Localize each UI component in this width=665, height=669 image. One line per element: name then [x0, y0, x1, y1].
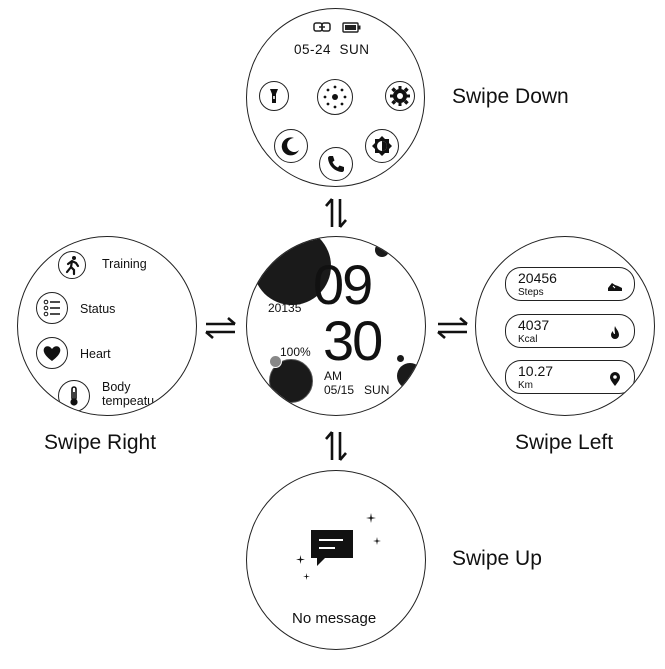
decor-circle-right	[397, 363, 423, 389]
steps-value: 20135	[268, 301, 302, 315]
distance-card[interactable]: 10.27 Km	[505, 360, 635, 394]
battery-icon	[342, 22, 361, 33]
center-date: 05/15 SUN	[324, 383, 390, 397]
body-temperature-label: Body tempeatu	[102, 380, 155, 408]
swipe-right-screen: Training Status Heart Body	[17, 236, 197, 416]
heart-icon	[43, 346, 61, 361]
steps-card-value: 20456	[518, 270, 557, 286]
top-date: 05-24 SUN	[294, 42, 370, 57]
moon-icon	[281, 137, 299, 156]
phone-icon	[328, 156, 344, 172]
distance-card-unit: Km	[518, 380, 533, 391]
running-icon-wrap	[58, 251, 86, 279]
caption-swipe-left: Swipe Left	[515, 431, 614, 454]
heart-label: Heart	[80, 347, 111, 361]
horizontal-arrows-left	[205, 317, 236, 339]
flashlight-button[interactable]	[259, 81, 289, 111]
settings-button[interactable]	[385, 81, 415, 111]
steps-card-unit: Steps	[518, 287, 544, 298]
horizontal-arrows-right	[437, 317, 468, 339]
watch-face-screen: 20135 100% 09 30 AM 05/15 SUN	[246, 236, 426, 416]
checklist-icon-wrap	[36, 292, 68, 324]
decor-dot	[397, 355, 404, 362]
training-label: Training	[102, 257, 147, 271]
running-icon	[65, 256, 80, 276]
brightness-icon	[372, 136, 392, 156]
sparkle-icon-4	[303, 573, 310, 580]
distance-card-value: 10.27	[518, 363, 554, 379]
no-message-label: No message	[292, 610, 377, 627]
thermometer-icon	[70, 386, 78, 406]
kcal-card-unit: Kcal	[518, 334, 538, 345]
dots-button[interactable]	[317, 79, 353, 115]
do-not-disturb-button[interactable]	[274, 129, 308, 163]
shoe-icon	[608, 283, 622, 291]
menu-item-heart[interactable]: Heart	[36, 337, 186, 371]
vertical-arrows-bottom	[325, 431, 347, 461]
decor-circle-top-left	[253, 237, 331, 305]
swipe-down-screen: 05-24 SUN	[246, 8, 425, 187]
sparkle-icon-3	[296, 555, 305, 564]
battery-dot	[269, 355, 282, 368]
heart-icon-wrap	[36, 337, 68, 369]
menu-item-training[interactable]: Training	[58, 249, 188, 283]
sparkle-icon-2	[373, 537, 381, 545]
kcal-card-value: 4037	[518, 317, 550, 333]
menu-item-status[interactable]: Status	[36, 292, 186, 326]
gear-icon	[390, 86, 410, 106]
flashlight-icon	[270, 89, 278, 103]
phone-button[interactable]	[319, 147, 353, 181]
sparkle-icon-1	[366, 513, 376, 523]
dots-circle-icon	[323, 85, 347, 109]
time-minute: 30	[323, 309, 383, 372]
brightness-button[interactable]	[365, 129, 399, 163]
checklist-icon	[43, 299, 60, 317]
menu-item-body-temperature[interactable]: Body tempeatu	[58, 377, 196, 415]
battery-percent: 100%	[280, 345, 311, 359]
swipe-left-screen: 20456 Steps 4037 Kcal 10.27 Km	[475, 236, 655, 416]
thermometer-icon-wrap	[58, 380, 90, 412]
caption-swipe-right: Swipe Right	[44, 431, 157, 454]
swipe-up-screen: No message	[246, 470, 426, 650]
kcal-card[interactable]: 4037 Kcal	[505, 314, 635, 348]
decor-circle-top-right	[375, 243, 389, 257]
link-icon	[313, 22, 331, 32]
message-icon	[311, 530, 353, 566]
ampm: AM	[324, 369, 342, 383]
status-label: Status	[80, 302, 116, 316]
flame-icon	[611, 326, 619, 339]
location-pin-icon	[610, 372, 620, 386]
caption-swipe-down: Swipe Down	[452, 85, 569, 108]
vertical-arrows-top	[325, 198, 347, 228]
caption-swipe-up: Swipe Up	[452, 547, 542, 570]
steps-card[interactable]: 20456 Steps	[505, 267, 635, 301]
time-hour: 09	[313, 253, 373, 316]
